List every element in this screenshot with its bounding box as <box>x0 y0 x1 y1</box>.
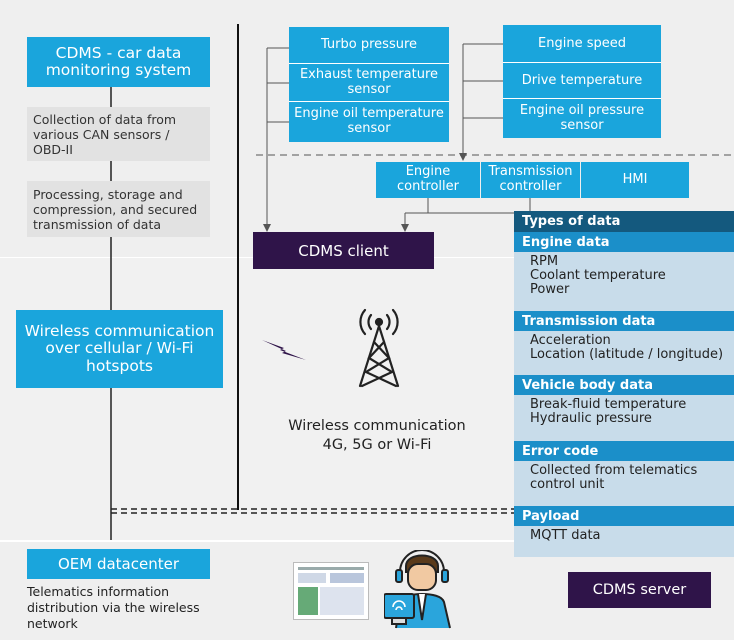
processing-label: Processing, storage and compression, and… <box>33 186 198 232</box>
middle-band <box>0 258 514 540</box>
group-header: Engine data <box>514 232 734 252</box>
group-items: RPM Coolant temperature Power <box>514 252 734 311</box>
sensor-engine-speed: Engine speed <box>503 25 661 63</box>
oem-datacenter-box: OEM datacenter <box>27 549 210 579</box>
processing-box: Processing, storage and compression, and… <box>27 181 210 237</box>
cell-tower-icon <box>358 308 400 388</box>
transmission-controller-box: Transmission controller <box>481 162 580 198</box>
group-header: Payload <box>514 506 734 526</box>
sensor-divider <box>289 63 449 64</box>
cdms-system-label: CDMS - car data monitoring system <box>45 43 192 79</box>
group-header: Transmission data <box>514 311 734 331</box>
types-of-data-title: Types of data <box>514 211 734 232</box>
sensor-divider <box>503 98 661 99</box>
group-items: Break-fluid temperature Hydraulic pressu… <box>514 395 734 441</box>
band-divider-bottom <box>0 540 734 542</box>
cdms-system-box: CDMS - car data monitoring system <box>27 37 210 87</box>
monitor-screenshot-illustration <box>293 562 369 620</box>
group-items: Acceleration Location (latitude / longit… <box>514 331 734 375</box>
sensor-turbo-pressure: Turbo pressure <box>289 27 449 64</box>
oem-datacenter-label: OEM datacenter <box>57 554 180 573</box>
telematics-text: Telematics information distribution via … <box>27 584 200 631</box>
wireless-box: Wireless communication over cellular / W… <box>16 310 223 388</box>
sensor-exhaust-temperature: Exhaust temperature sensor <box>289 64 449 102</box>
sensor-engine-oil-temperature: Engine oil temperature sensor <box>289 102 449 142</box>
group-items: Collected from telematics control unit <box>514 461 734 506</box>
sensor-divider <box>503 62 661 63</box>
sensor-divider <box>289 101 449 102</box>
types-of-data-panel: Types of data Engine data RPM Coolant te… <box>514 211 734 557</box>
group-items: MQTT data <box>514 526 734 557</box>
cdms-server-box: CDMS server <box>568 572 711 608</box>
hmi-box: HMI <box>581 162 689 198</box>
collection-box: Collection of data from various CAN sens… <box>27 107 210 161</box>
lightning-icon <box>262 340 306 360</box>
wireless-box-label: Wireless communication over cellular / W… <box>24 321 215 375</box>
collection-label: Collection of data from various CAN sens… <box>33 111 177 157</box>
group-header: Error code <box>514 441 734 461</box>
wireless-label: Wireless communication 4G, 5G or Wi-Fi <box>288 418 466 453</box>
group-header: Vehicle body data <box>514 375 734 395</box>
engine-controller-box: Engine controller <box>376 162 480 198</box>
sensor-engine-oil-pressure: Engine oil pressure sensor <box>503 99 661 138</box>
person-with-computer-icon <box>384 550 451 629</box>
cdms-client-box: CDMS client <box>253 232 434 269</box>
sensor-drive-temperature: Drive temperature <box>503 63 661 99</box>
